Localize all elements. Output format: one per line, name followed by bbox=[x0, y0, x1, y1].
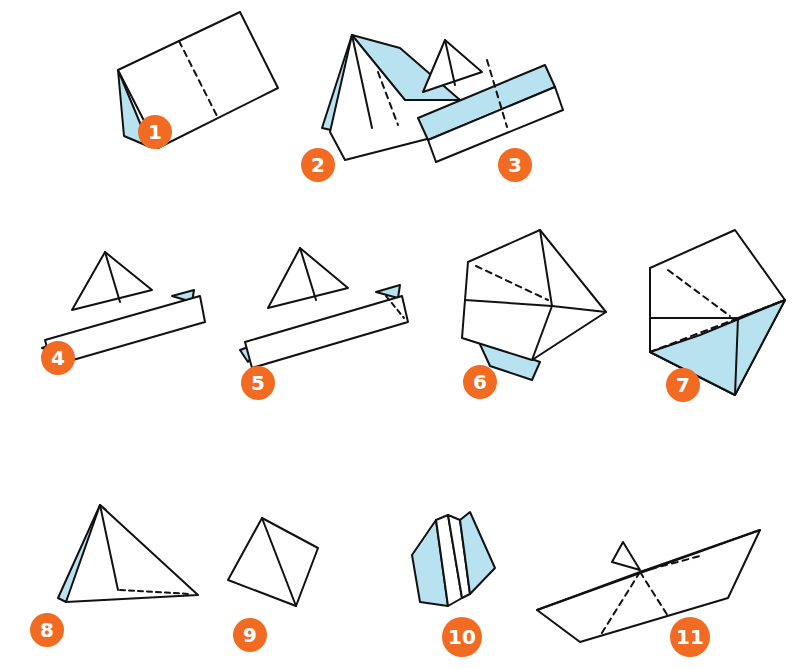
step-number: 11 bbox=[670, 617, 710, 657]
callout-number: 1 bbox=[148, 122, 162, 142]
step-number: 9 bbox=[233, 618, 267, 652]
callout-number: 11 bbox=[676, 627, 704, 647]
step-number: 7 bbox=[666, 368, 700, 402]
step-number: 6 bbox=[463, 365, 497, 399]
callout-number: 5 bbox=[251, 373, 265, 393]
callout-number: 7 bbox=[676, 375, 690, 395]
callout-number: 3 bbox=[508, 155, 522, 175]
step-number: 2 bbox=[301, 148, 335, 182]
callout-number: 6 bbox=[473, 372, 487, 392]
step-number: 8 bbox=[30, 613, 64, 647]
step-number: 10 bbox=[442, 617, 482, 657]
step-number: 5 bbox=[241, 366, 275, 400]
step-number: 1 bbox=[138, 115, 172, 149]
step-number: 4 bbox=[41, 341, 75, 375]
callout-number: 10 bbox=[448, 627, 476, 647]
callout-number: 8 bbox=[40, 620, 54, 640]
callout-number: 2 bbox=[311, 155, 325, 175]
callout-number: 4 bbox=[51, 348, 65, 368]
step-number: 3 bbox=[498, 148, 532, 182]
callout-number: 9 bbox=[243, 625, 257, 645]
